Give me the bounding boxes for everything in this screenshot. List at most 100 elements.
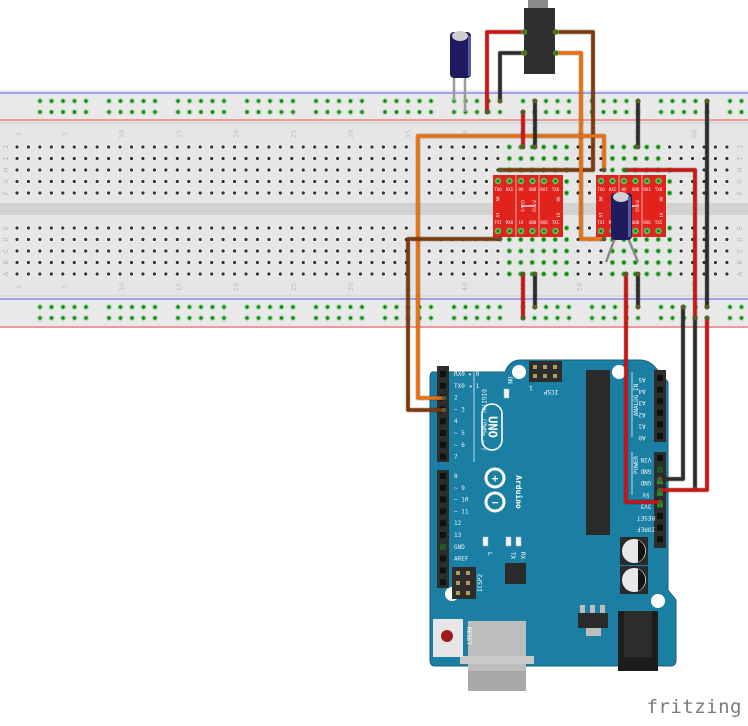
breadboard-hole [221, 191, 225, 195]
breadboard-hole [313, 168, 317, 172]
channel-label: Chan1 [520, 200, 525, 213]
breadboard-hole [725, 260, 729, 265]
column-number: 10 [118, 283, 126, 291]
breadboard-hole [610, 272, 615, 276]
breadboard-hole [232, 168, 237, 172]
breadboard-hole [668, 156, 672, 161]
icsp-pin [543, 374, 547, 378]
wire-end [635, 98, 641, 104]
breadboard-hole [38, 145, 42, 149]
breadboard-hole [702, 145, 706, 149]
breadboard-hole [587, 145, 592, 149]
breadboard-hole [404, 179, 408, 184]
breadboard-hole [118, 191, 122, 195]
breadboard-hole [484, 249, 489, 253]
breadboard-hole [587, 156, 592, 161]
breadboard-hole [542, 249, 546, 253]
breadboard-hole [484, 179, 489, 184]
breadboard-hole [290, 191, 294, 195]
capacitor-top [613, 192, 629, 202]
audio-jack [524, 8, 555, 74]
rail-hole [394, 99, 399, 103]
breadboard-hole [587, 191, 592, 195]
breadboard-hole [679, 179, 683, 184]
breadboard-hole [278, 156, 282, 161]
pin2-orange-wire [416, 134, 606, 400]
breadboard-hole [324, 226, 328, 230]
column-number: 1 [15, 285, 23, 289]
rail-hole [682, 110, 686, 114]
breadboard-hole [255, 145, 260, 149]
analog-pin-label: A1 [638, 422, 646, 429]
rail-hole [555, 110, 560, 114]
breadboard-hole [553, 272, 557, 276]
breadboard-hole [210, 156, 214, 161]
breadboard-hole [38, 260, 42, 265]
breadboard-hole [336, 191, 340, 195]
breadboard-hole [267, 237, 271, 242]
breadboard-hole [49, 191, 53, 195]
breadboard-hole [313, 237, 317, 242]
breadboard-hole [15, 237, 19, 242]
breadboard-hole [152, 191, 156, 195]
breadboard-hole [72, 249, 76, 253]
breadboard-hole [152, 272, 156, 276]
breadboard-hole [610, 260, 615, 265]
breadboard-hole [95, 179, 99, 184]
breadboard-hole [26, 226, 31, 230]
breadboard-hole [473, 191, 477, 195]
breadboard-hole [26, 260, 31, 265]
rail-hole [728, 99, 732, 103]
pin-label: TXI [494, 220, 502, 225]
breadboard-hole [576, 156, 580, 161]
breadboard-hole [129, 191, 134, 195]
breadboard-hole [61, 237, 65, 242]
breadboard-hole [358, 260, 363, 265]
rail-hole [613, 110, 617, 114]
breadboard-hole [95, 191, 99, 195]
breadboard-hole [576, 249, 580, 253]
breadboard-hole [278, 249, 282, 253]
breadboard-hole [381, 249, 385, 253]
breadboard-hole [358, 237, 363, 242]
breadboard-hole [267, 168, 271, 172]
capacitor-polarity [638, 540, 646, 562]
breadboard-hole [347, 191, 351, 195]
breadboard-hole [164, 179, 168, 184]
breadboard-hole [107, 237, 111, 242]
rail-hole [118, 110, 123, 114]
icsp2-pin [456, 571, 460, 575]
breadboard-hole [404, 145, 408, 149]
arduino-logo-loop [484, 491, 506, 513]
rail-hole [567, 99, 571, 103]
breadboard-hole [507, 145, 511, 149]
breadboard-hole [393, 249, 397, 253]
breadboard-hole [175, 260, 179, 265]
icsp-pin [543, 365, 547, 369]
row-label: C [2, 249, 10, 253]
row-label: F [736, 191, 744, 195]
breadboard-hole [439, 260, 443, 265]
audio-jack-pin [521, 29, 527, 35]
rail-hole [268, 99, 272, 103]
row-label: H [2, 168, 10, 172]
breadboard-hole [599, 249, 603, 253]
breadboard-hole [267, 179, 271, 184]
breadboard-hole [530, 260, 534, 265]
breadboard-hole [141, 179, 145, 184]
breadboard-hole [232, 156, 237, 161]
header-pin [440, 441, 446, 448]
breadboard-hole [656, 237, 660, 242]
rail-hole [659, 305, 663, 309]
analog-pin-label: A5 [638, 376, 646, 383]
digital-pin-label: 12 [454, 520, 462, 527]
column-number: 25 [290, 283, 298, 291]
breadboard-hole [244, 179, 248, 184]
breadboard-hole [141, 237, 145, 242]
icsp-pin [533, 374, 537, 378]
breakout-pin-hole [508, 229, 511, 233]
breadboard-hole [232, 145, 237, 149]
header-pin [440, 496, 446, 503]
rail-hole [693, 99, 698, 103]
